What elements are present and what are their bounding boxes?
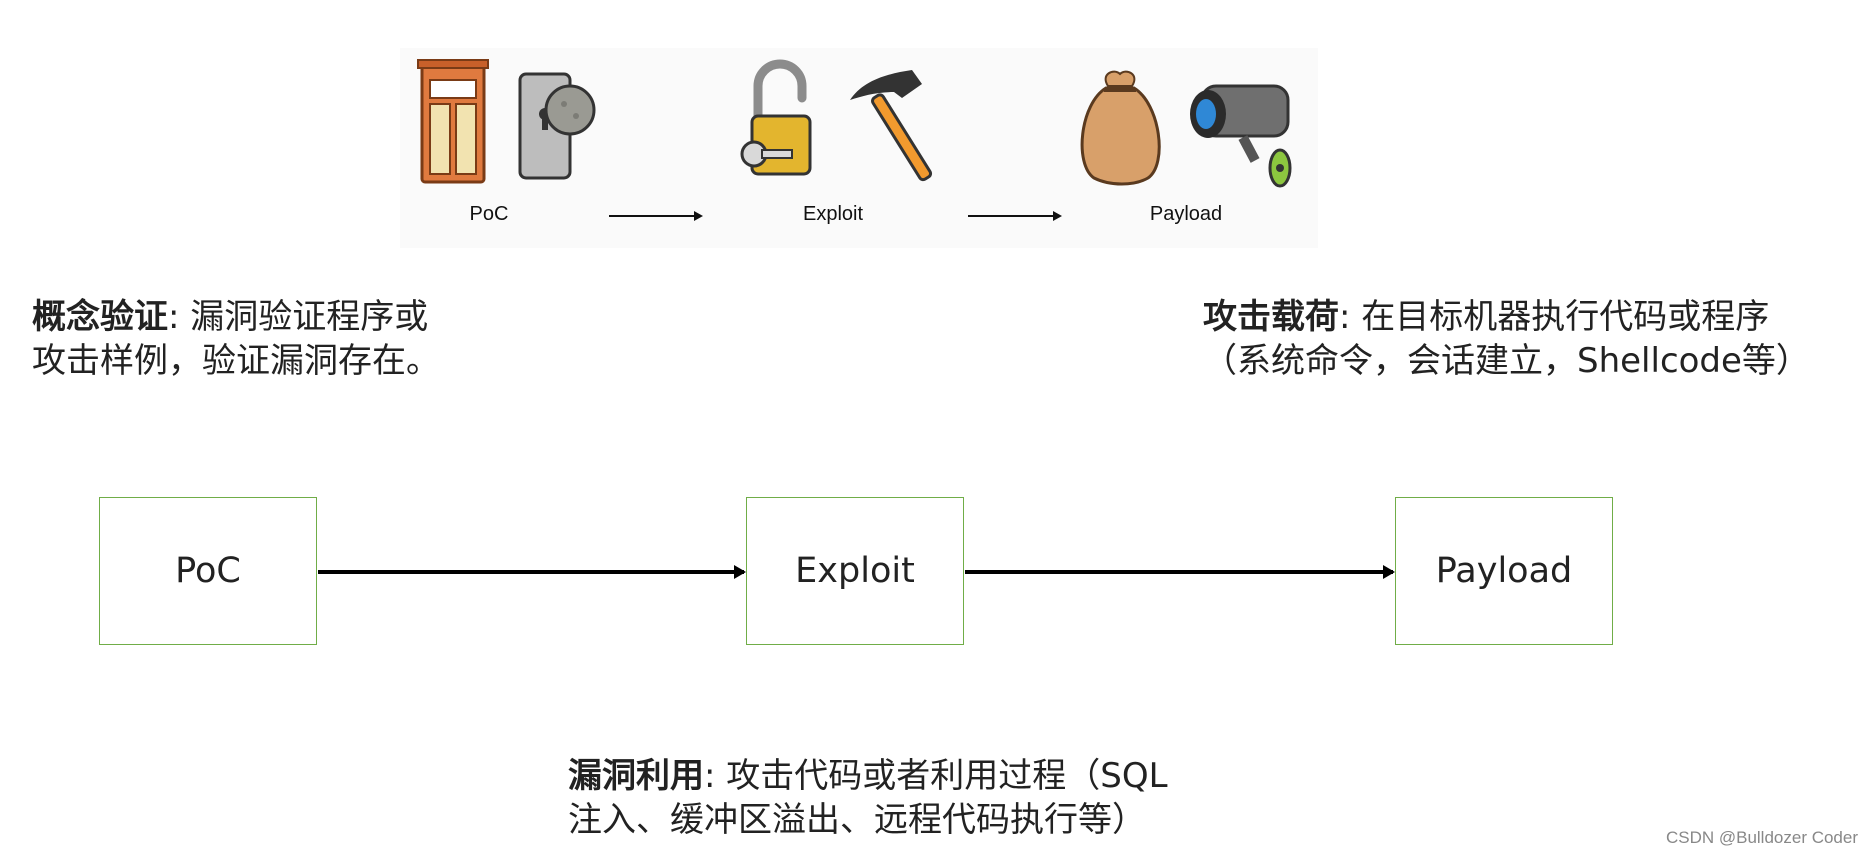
exploit-description-sep: : — [704, 756, 716, 796]
exploit-description-line1: 攻击代码或者利用过程（SQL — [726, 756, 1168, 796]
strip-label-exploit: Exploit — [802, 203, 864, 225]
poc-description-title: 概念验证 — [32, 297, 168, 337]
payload-description-title: 攻击载荷 — [1203, 297, 1339, 337]
money-bag-icon — [1080, 70, 1161, 186]
window-icon — [417, 59, 489, 184]
edge-poc-exploit — [318, 565, 746, 579]
security-camera-icon — [1190, 84, 1292, 188]
node-payload: Payload — [1395, 497, 1613, 645]
payload-description-sep: : — [1339, 297, 1351, 337]
payload-description-line1: 在目标机器执行代码或程序 — [1361, 297, 1770, 337]
padlock-key-icon — [740, 59, 812, 176]
strip-label-poc: PoC — [469, 203, 509, 225]
poc-description-sep: : — [168, 297, 180, 337]
poc-description: 概念验证: 漏洞验证程序或 攻击样例，验证漏洞存在。 — [32, 295, 440, 383]
hammer-icon — [850, 70, 933, 182]
node-exploit: Exploit — [746, 497, 964, 645]
watermark: CSDN @Bulldozer Coder — [1665, 828, 1858, 847]
exploit-description: 漏洞利用: 攻击代码或者利用过程（SQL 注入、缓冲区溢出、远程代码执行等） — [568, 754, 1168, 842]
strip-arrow-exploit-payload — [968, 211, 1062, 221]
strip-label-payload: Payload — [1149, 203, 1223, 225]
exploit-description-title: 漏洞利用 — [568, 756, 704, 796]
exploit-description-line2: 注入、缓冲区溢出、远程代码执行等） — [568, 800, 1146, 840]
edge-exploit-payload — [965, 565, 1395, 579]
strip-arrow-poc-exploit — [609, 211, 703, 221]
node-poc: PoC — [99, 497, 317, 645]
door-lock-icon — [518, 72, 596, 180]
poc-description-line2: 攻击样例，验证漏洞存在。 — [32, 341, 440, 381]
poc-description-line1: 漏洞验证程序或 — [190, 297, 429, 337]
payload-description-line2: （系统命令，会话建立，Shellcode等） — [1203, 341, 1810, 381]
payload-description: 攻击载荷: 在目标机器执行代码或程序 （系统命令，会话建立，Shellcode等… — [1203, 295, 1810, 383]
